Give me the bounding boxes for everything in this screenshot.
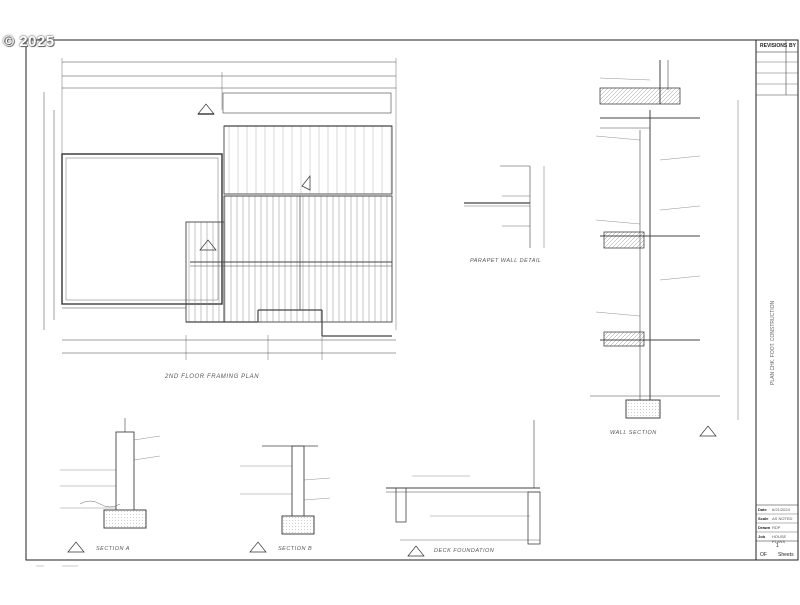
- wall-section-title: WALL SECTION: [610, 430, 657, 436]
- parapet-detail: [464, 165, 545, 248]
- date-label: Date: [758, 507, 767, 512]
- copyright-watermark: © 2025: [3, 33, 55, 50]
- title-block: [755, 40, 798, 560]
- framing-plan: [43, 58, 397, 360]
- drawn-value: RDP: [772, 525, 781, 530]
- sheets-label: Sheets: [778, 552, 794, 558]
- revisions-label: REVISIONS: [760, 43, 788, 49]
- rev-by-label: BY: [789, 43, 796, 49]
- section-b-detail: [240, 445, 331, 535]
- section-markers: [67, 103, 717, 557]
- deck-detail: [386, 420, 541, 545]
- sheet-number: 1: [776, 543, 779, 549]
- job-value: HOUSE PLANS: [772, 534, 787, 544]
- scale-value: AS NOTED: [772, 516, 793, 521]
- parapet-title: PARAPET WALL DETAIL: [470, 258, 542, 264]
- section-b-title: SECTION B: [278, 546, 313, 552]
- section-a-detail: [60, 418, 161, 529]
- scale-label: Scale: [758, 516, 769, 521]
- of-label: OF: [760, 552, 767, 558]
- date-value: 6/21/2024: [772, 507, 790, 512]
- sheet-border: [25, 39, 799, 561]
- section-a-title: SECTION A: [96, 546, 130, 552]
- drawn-label: Drawn: [758, 525, 771, 530]
- deck-title: DECK FOUNDATION: [434, 548, 495, 554]
- wall-section: [590, 60, 739, 420]
- plan-title: 2ND FLOOR FRAMING PLAN: [165, 374, 260, 380]
- project-title: PLAN CHK. FOOT. CONSTRUCTION: [770, 300, 776, 385]
- job-label: Job: [758, 534, 766, 539]
